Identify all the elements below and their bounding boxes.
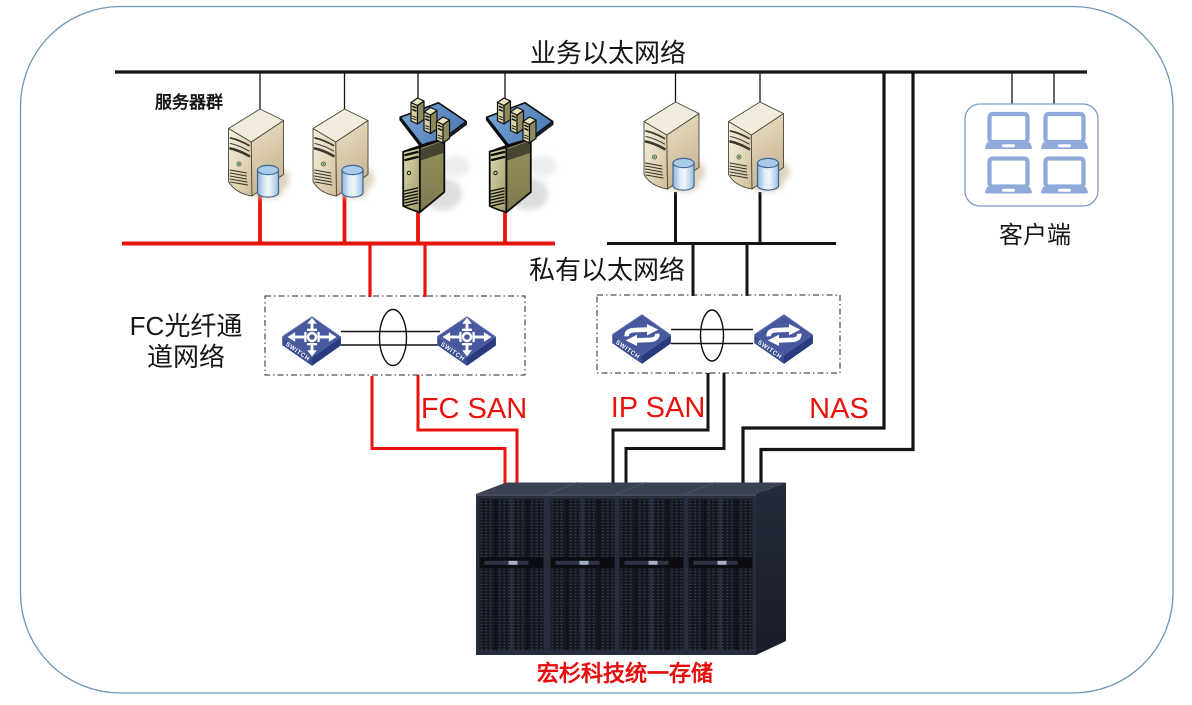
fc-trunk-ellipse — [378, 308, 408, 367]
nas-label: NAS — [809, 393, 869, 425]
clients-label: 客户端 — [999, 222, 1071, 249]
storage-bays — [479, 499, 753, 650]
server-icon-4 — [729, 102, 790, 191]
server-group-label: 服务器群 — [155, 93, 223, 112]
server-icon-1 — [229, 109, 290, 198]
private-bus-links — [674, 192, 762, 296]
laptop-icon-3 — [985, 159, 1032, 194]
fc-san-links — [370, 375, 519, 498]
fc-switch-trunk — [341, 308, 440, 367]
ip-switch-icon-right: SWITCH — [754, 315, 813, 364]
private-network-label: 私有以太网络 — [528, 255, 686, 285]
laptop-icon-1 — [985, 114, 1032, 149]
fc-bus-to-switch-links — [368, 243, 427, 297]
ip-san-label: IP SAN — [610, 392, 706, 424]
nas-links — [741, 72, 915, 498]
clients-group — [964, 103, 1099, 207]
server-icon-3 — [644, 102, 705, 191]
ip-san-links — [611, 373, 726, 498]
ip-switch-trunk — [671, 309, 753, 362]
fc-switch-icon-left: SWITCH — [282, 317, 341, 366]
fc-network-label: FC光纤通 道网络 — [130, 311, 243, 373]
media-server-icon-2 — [487, 98, 557, 212]
fc-network-label-line1: FC光纤通 — [129, 311, 243, 341]
laptop-icon-2 — [1041, 114, 1088, 149]
storage-array-icon — [476, 482, 786, 655]
laptop-icon-4 — [1041, 159, 1088, 194]
business-network-label: 业务以太网络 — [529, 38, 687, 68]
fc-san-label: FC SAN — [420, 393, 528, 425]
ip-switch-group-box — [596, 294, 841, 374]
fc-switch-group-box — [264, 295, 526, 376]
diagram-outer-border — [19, 5, 1174, 694]
business-bus-drop-links — [259, 72, 1055, 112]
ip-trunk-ellipse — [699, 309, 725, 362]
media-server-icon-1 — [400, 98, 470, 212]
ip-switch-icon-left: SWITCH — [612, 315, 671, 364]
server-icon-2 — [313, 109, 374, 198]
fc-bus-drop-links — [258, 194, 507, 246]
storage-label: 宏杉科技统一存储 — [536, 661, 714, 686]
fc-switch-icon-right: SWITCH — [437, 317, 496, 366]
fc-network-label-line2: 道网络 — [146, 342, 226, 372]
